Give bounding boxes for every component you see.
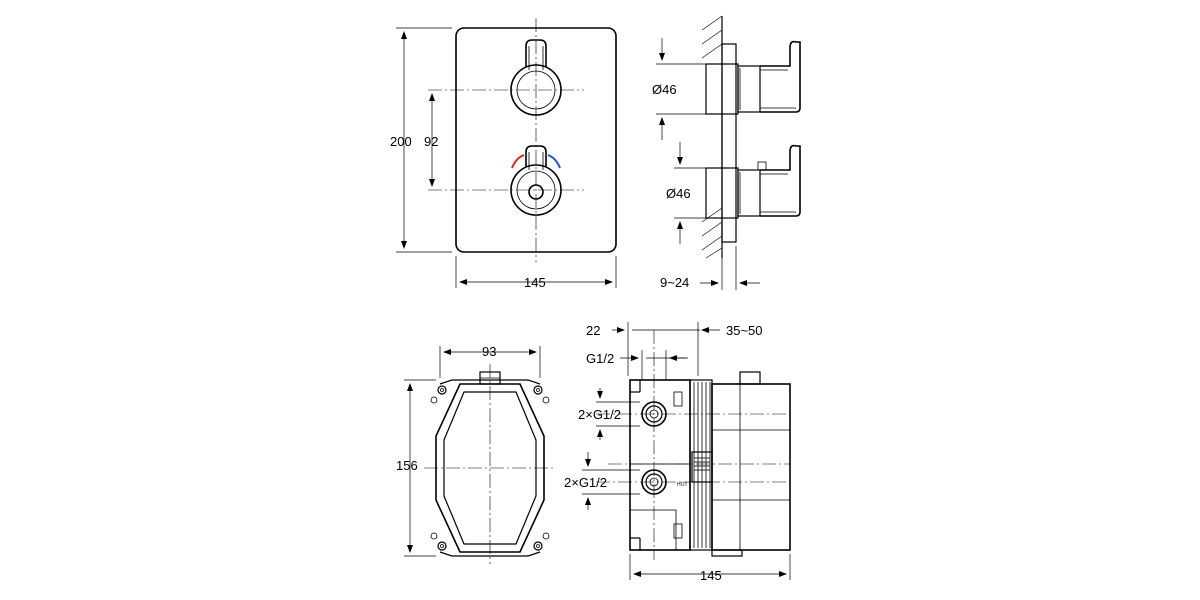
dim-label-wall-range: 9~24: [660, 275, 689, 290]
dimension-wall-range: 9~24: [660, 246, 760, 290]
diverter-handle-profile: [705, 40, 801, 115]
dimension-box-height: 156: [396, 379, 436, 557]
dim-label-thread-upper: 2×G1/2: [578, 407, 621, 422]
dimension-thread-lower: 2×G1/2: [564, 452, 640, 510]
dim-label-offset: 22: [586, 323, 600, 338]
diverter-handle: [510, 39, 562, 116]
dimension-thread-upper: 2×G1/2: [578, 388, 640, 440]
hot-label-plate: HOT: [677, 451, 713, 488]
cover-plate-profile: [721, 43, 737, 243]
dimension-diameter-bottom: Ø46: [666, 142, 706, 244]
box-side-view: HOT 22 35~50: [564, 322, 791, 583]
wall-section: [701, 15, 723, 259]
dim-label-diameter-bottom: Ø46: [666, 186, 691, 201]
threaded-section: [689, 379, 713, 551]
hot-indicator-arc: [511, 154, 525, 169]
thermostat-handle: [510, 145, 562, 216]
dim-label-box-height: 156: [396, 458, 418, 473]
side-view: Ø46 Ø46 9~24: [652, 15, 801, 290]
dim-label-width: 145: [524, 275, 546, 290]
cold-indicator-arc: [547, 154, 561, 169]
dim-label-thread-top: G1/2: [586, 351, 614, 366]
dim-label-depth-range: 35~50: [726, 323, 763, 338]
box-outline: [435, 383, 545, 553]
dim-label-height: 200: [390, 134, 412, 149]
dim-label-box-width: 93: [482, 344, 496, 359]
dim-label-thread-lower: 2×G1/2: [564, 475, 607, 490]
dimension-width: 145: [455, 256, 617, 290]
box-front-view: 93 156: [396, 344, 556, 564]
dimension-diameter-top: Ø46: [652, 38, 706, 140]
thermostat-handle-profile: [705, 144, 801, 219]
dimension-offset: 22: [586, 322, 700, 376]
dimension-spacing: 92: [424, 93, 438, 187]
front-view: 200 92 145: [390, 18, 617, 290]
dim-label-spacing: 92: [424, 134, 438, 149]
dimension-box-depth: 145: [629, 554, 791, 583]
dimension-depth-range: 35~50: [697, 322, 763, 376]
dimension-box-width: 93: [439, 344, 541, 378]
dim-label-box-depth: 145: [700, 568, 722, 583]
valve-body: [629, 379, 691, 551]
dimension-thread-top: G1/2: [586, 350, 688, 380]
dim-label-diameter-top: Ø46: [652, 82, 677, 97]
mounting-ears: [430, 385, 550, 551]
dimension-height: 200: [390, 27, 452, 253]
hot-label: HOT: [677, 482, 688, 488]
